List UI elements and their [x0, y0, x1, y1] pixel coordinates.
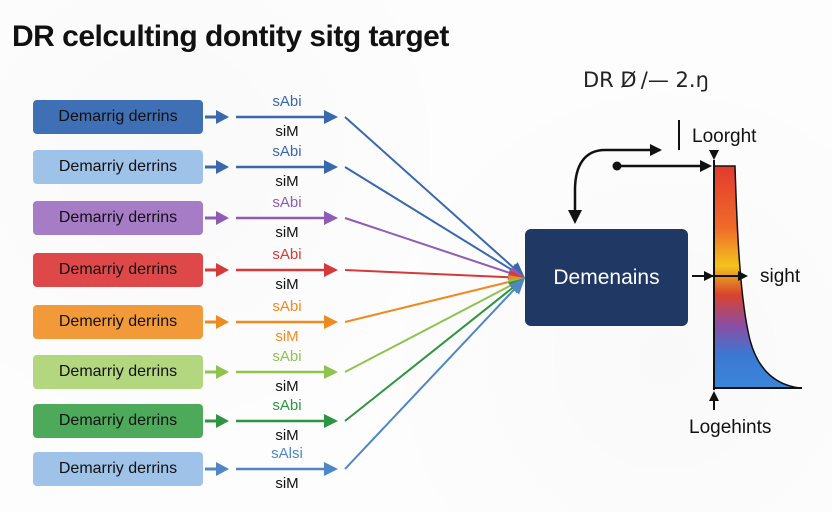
- source-stub-arrowhead-5: [216, 315, 229, 329]
- source-mid-arrowhead-4: [324, 263, 338, 277]
- source-stub-arrowhead-3: [216, 211, 229, 225]
- feedback-loop-arrowhead: [568, 210, 582, 224]
- source-node-6: Demarriy derrins: [33, 355, 203, 389]
- source-bottom-label-3: siM: [275, 224, 299, 241]
- formula-label: DR D̸ /— 2.ŋ: [583, 68, 709, 92]
- source-top-label-5: sAbi: [272, 298, 302, 315]
- converging-arrowhead-8: [508, 278, 525, 295]
- source-bottom-label-6: siM: [275, 378, 299, 395]
- source-mid-arrowhead-1: [324, 110, 338, 124]
- source-mid-arrowhead-7: [324, 414, 338, 428]
- source-node-1: Demarrig derrins: [33, 100, 203, 134]
- converging-arrow-8: [344, 284, 519, 470]
- source-top-label-1: sAbi: [272, 93, 302, 110]
- source-mid-arrowhead-3: [324, 211, 338, 225]
- source-stub-arrowhead-6: [216, 365, 229, 379]
- source-bottom-label-8: siM: [275, 475, 299, 492]
- source-top-label-8: sAlsi: [271, 445, 303, 462]
- source-top-label-3: sAbi: [272, 194, 302, 211]
- source-bottom-label-7: siM: [275, 427, 299, 444]
- converging-arrow-7: [344, 283, 518, 422]
- converging-arrow-6: [344, 281, 517, 373]
- source-node-8: Demarriy derrins: [33, 452, 203, 486]
- source-top-label-2: sAbi: [272, 143, 302, 160]
- source-stub-arrowhead-8: [216, 462, 229, 476]
- sight-marker-right-arrow: [738, 271, 748, 281]
- source-top-label-7: sAbi: [272, 397, 302, 414]
- feedback-loop-arrow: [573, 148, 660, 212]
- converging-arrow-2: [344, 166, 518, 274]
- right-bottom-label: Logehints: [689, 417, 772, 438]
- right-top-label: Loorght: [692, 126, 757, 147]
- gradient-distribution-shape: [713, 165, 801, 389]
- source-mid-arrowhead-5: [324, 315, 338, 329]
- source-mid-arrowhead-8: [324, 462, 338, 476]
- feedback-top-arrowhead: [650, 144, 662, 156]
- source-top-label-4: sAbi: [272, 246, 302, 263]
- source-node-4: Demarriy derrins: [33, 253, 203, 287]
- source-stub-arrowhead-4: [216, 263, 229, 277]
- converging-arrow-1: [344, 116, 519, 273]
- converging-arrow-4: [344, 269, 516, 279]
- source-stub-arrowhead-2: [216, 160, 229, 174]
- source-top-label-6: sAbi: [272, 348, 302, 365]
- sight-marker-left-arrow: [704, 271, 714, 281]
- right-mid-label: sight: [760, 266, 801, 287]
- input-line-arrowhead: [700, 160, 712, 172]
- source-node-3: Demarriy derrins: [33, 201, 203, 235]
- source-node-2: Demarriy derrins: [33, 150, 203, 184]
- source-stub-arrowhead-1: [216, 110, 229, 124]
- converging-arrow-5: [344, 279, 516, 323]
- converging-arrow-3: [344, 217, 516, 276]
- source-bottom-label-2: siM: [275, 173, 299, 190]
- source-mid-arrowhead-6: [324, 365, 338, 379]
- center-node: Demenains: [525, 229, 688, 326]
- bottom-marker-arrowhead: [709, 391, 719, 401]
- source-node-7: Demarriy derrins: [33, 404, 203, 438]
- source-stub-arrowhead-7: [216, 414, 229, 428]
- top-arrow-head: [709, 150, 719, 160]
- source-mid-arrowhead-2: [324, 160, 338, 174]
- diagram-title: DR celculting dontity sitg target: [12, 20, 449, 53]
- source-node-5: Demerriy derrins: [33, 305, 203, 339]
- source-bottom-label-1: siM: [275, 123, 299, 140]
- source-bottom-label-5: siM: [275, 328, 299, 345]
- source-bottom-label-4: siM: [275, 276, 299, 293]
